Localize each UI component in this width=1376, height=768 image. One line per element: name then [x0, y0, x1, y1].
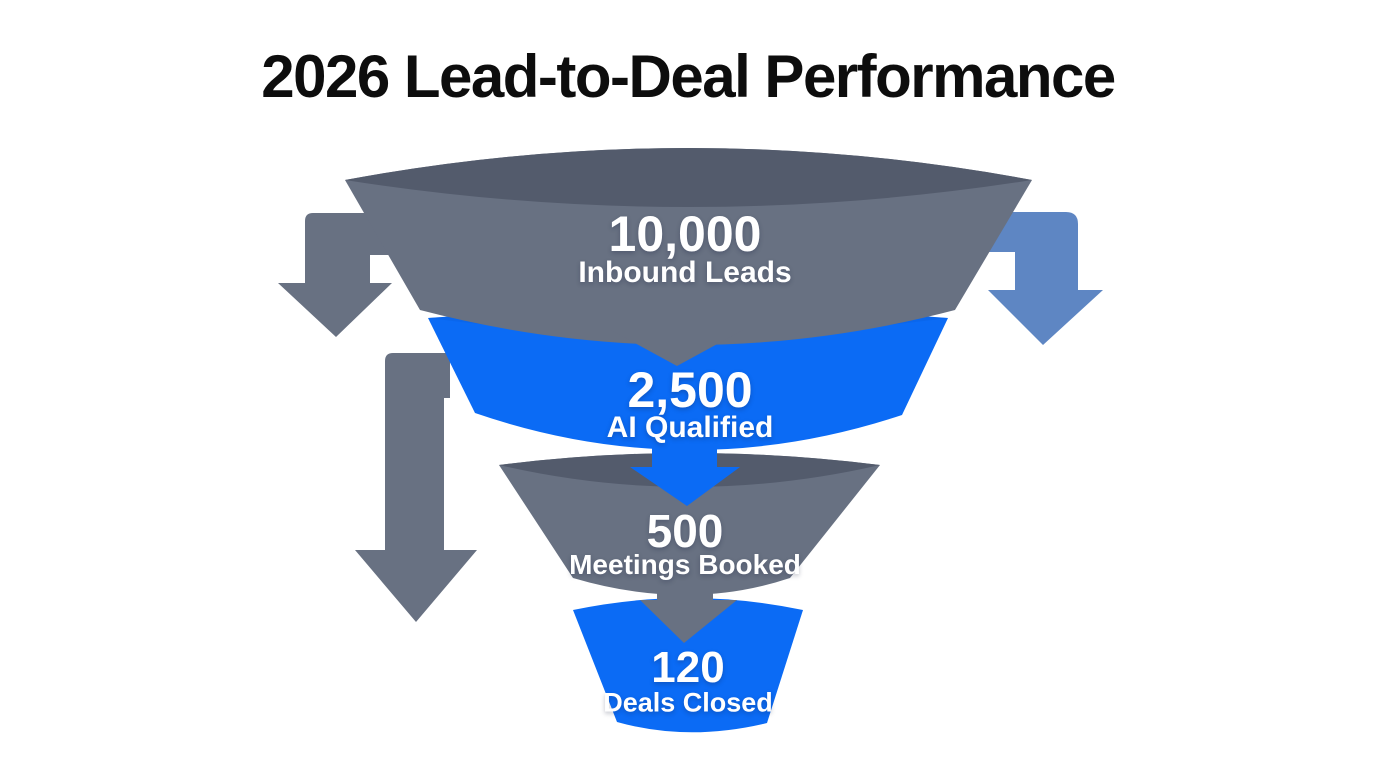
stage-2-label: AI Qualified — [606, 411, 774, 444]
stage3-to-stage4-arrow-icon — [640, 565, 737, 643]
stage-2-value: 2,500 — [627, 362, 753, 418]
funnel-stage-4-body — [573, 598, 803, 733]
funnel-stage-2-body — [428, 308, 948, 451]
left-dropoff-arrow-large-icon — [355, 353, 477, 622]
stage2-to-stage3-arrow-icon — [630, 425, 740, 506]
stage-3-value: 500 — [646, 505, 724, 557]
stage-4-label: Deals Closed — [603, 687, 773, 718]
stage-1-label: Inbound Leads — [578, 256, 792, 289]
stage-3-label: Meetings Booked — [569, 549, 801, 580]
stage1-to-stage2-arrow-icon — [611, 280, 743, 366]
stage-4-value: 120 — [651, 643, 725, 692]
stage-1-value: 10,000 — [608, 206, 762, 262]
funnel-stage-3-body — [499, 453, 880, 595]
right-dropoff-arrow-icon — [980, 212, 1103, 345]
funnel-stage-1-rim — [345, 148, 1032, 207]
page-title: 2026 Lead-to-Deal Performance — [261, 43, 1116, 110]
